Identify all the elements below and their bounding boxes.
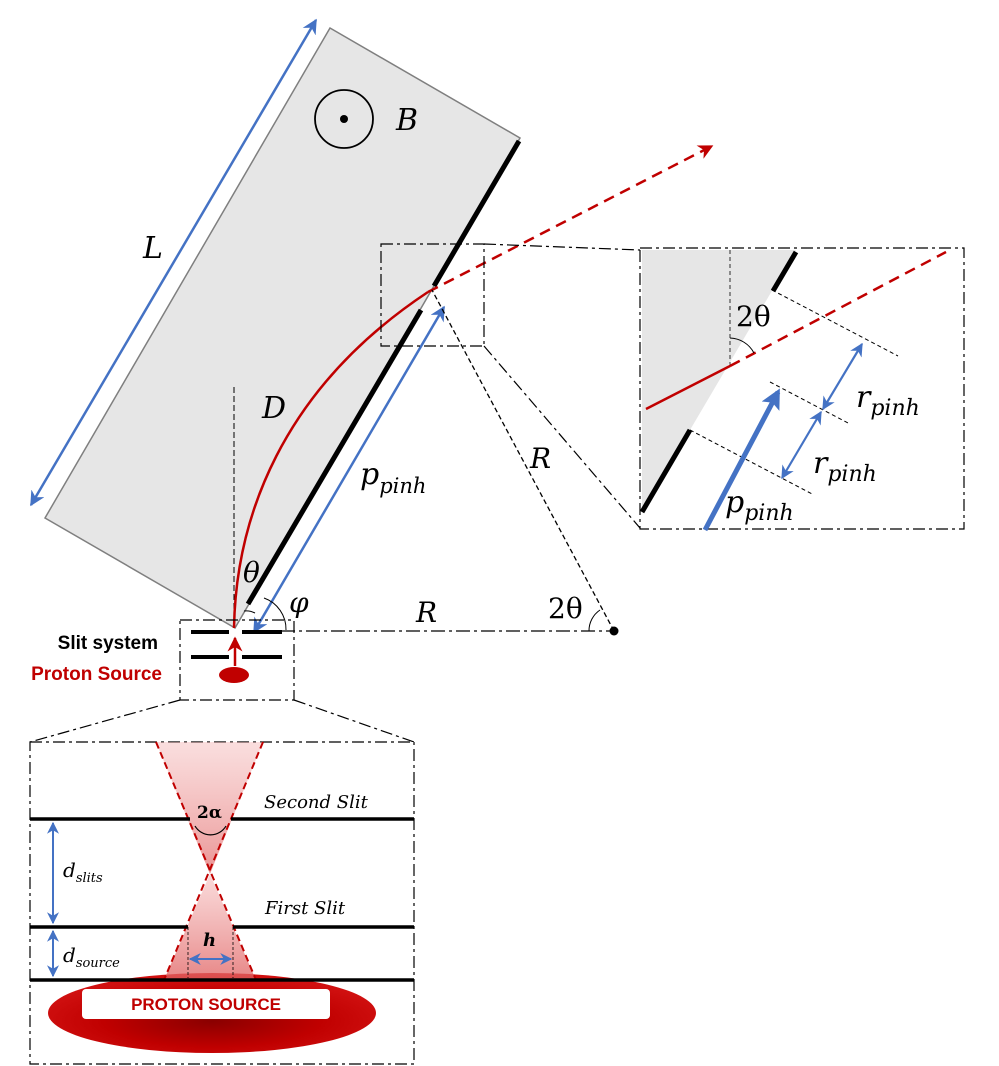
inset-detector-lower [639, 428, 693, 514]
slit-system-small [179, 619, 295, 701]
pinhole-zoom-box [380, 243, 485, 347]
inset-label-r-pinh-bottom: rpinh [813, 446, 877, 487]
inset-p-pinh-arrow [702, 388, 781, 532]
magnet: B [43, 26, 522, 630]
label-R-diagonal: R [529, 442, 551, 475]
inset-proton-exit [729, 250, 947, 368]
theta-arc [243, 610, 256, 614]
label-h: h [203, 930, 216, 951]
r-pinh-arrow-bottom [781, 410, 822, 480]
slit-connector-left [29, 699, 181, 743]
inset-guide-middle [769, 381, 851, 425]
label-theta: θ [243, 556, 260, 589]
two-theta-arc [588, 609, 601, 632]
cone-edge-right [163, 741, 264, 981]
label-phi: φ [289, 586, 309, 619]
zoom-connector-bottom [483, 345, 641, 529]
two-alpha-arc [194, 825, 227, 836]
label-L: L [142, 231, 163, 266]
upper-cone [156, 742, 263, 874]
slit-zoom-box [179, 619, 295, 701]
label-two-alpha: 2α [197, 803, 222, 823]
inset-label-two-theta: 2θ [736, 300, 771, 333]
magnet-body [43, 26, 522, 630]
label-d-source: dsource [63, 943, 120, 971]
proton-source-box-label: PROTON SOURCE [131, 995, 281, 1014]
slit-inset: PROTON SOURCE 2α Second Slit First Slit … [29, 741, 415, 1065]
label-first-slit: First Slit [264, 898, 346, 919]
slit-system-label: Slit system [58, 633, 158, 654]
slit-connector-right [293, 699, 415, 743]
cone-edge-left [155, 741, 257, 981]
radius-diagonal-line [431, 289, 615, 632]
pinhole-inset: 2θ rpinh rpinh ppinh [639, 247, 965, 532]
inset-guide-bottom [689, 429, 815, 496]
label-R-horizontal: R [415, 596, 437, 629]
inset-label-p-pinh: ppinh [725, 485, 794, 526]
detector-upper [431, 139, 522, 288]
inset-guide-top [771, 289, 899, 357]
label-d-slits: dslits [63, 858, 103, 886]
phi-arc [263, 597, 287, 631]
label-two-theta: 2θ [548, 592, 583, 625]
length-L-arrow [29, 18, 318, 507]
inset-proton-path [645, 364, 731, 411]
inset-two-theta-arc [729, 337, 755, 354]
proton-source-label: Proton Source [31, 664, 162, 685]
label-D: D [261, 391, 286, 426]
inset-label-r-pinh-top: rpinh [856, 380, 920, 421]
p-pinh-arrow [252, 305, 446, 634]
label-second-slit: Second Slit [264, 792, 369, 813]
r-pinh-arrow-top [822, 342, 863, 411]
zoom-connector-top [483, 243, 641, 251]
inset-magnet-region [642, 250, 796, 512]
label-p-pinh: ppinh [360, 457, 426, 498]
proton-source-box [82, 989, 330, 1019]
label-B: B [395, 103, 418, 138]
inset-detector-upper [770, 250, 799, 293]
small-proton-source [219, 667, 249, 683]
